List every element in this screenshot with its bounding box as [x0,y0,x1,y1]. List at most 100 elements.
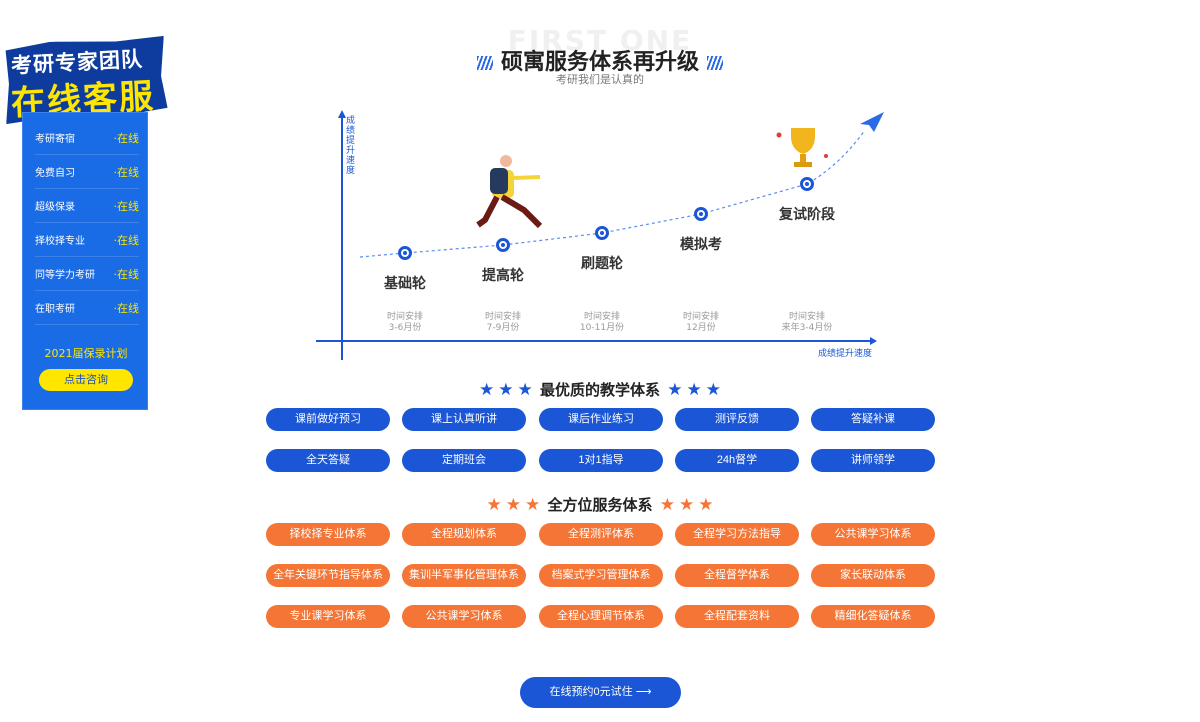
star-icon: ★ [698,495,714,515]
trophy-icon [776,128,828,167]
plan-label: 2021届保录计划 [44,347,128,360]
sidebar-item-label: 择校择专业 [35,236,85,247]
online-status[interactable]: ·在线 [113,165,140,179]
milestone-name: 模拟考 [680,237,722,253]
paper-plane-icon [860,112,884,132]
star-icon: ★ [517,380,533,400]
teaching-item-button[interactable]: 24h督学 [675,449,799,472]
star-icon: ★ [525,495,541,515]
teaching-item-button[interactable]: 课上认真听讲 [402,408,526,431]
sidebar-item[interactable]: 考研寄宿 ·在线 [35,121,139,155]
stripes-icon [707,56,723,70]
service-item-button[interactable]: 公共课学习体系 [811,523,935,546]
time-label: 时间安排 [788,312,826,322]
teaching-item-button[interactable]: 全天答疑 [266,449,390,472]
star-icon: ★ [667,380,683,400]
teaching-item-button[interactable]: 测评反馈 [675,408,799,431]
online-status[interactable]: ·在线 [113,301,140,315]
milestone-dot [496,238,510,252]
stripes-icon [476,56,493,70]
service-item-button[interactable]: 公共课学习体系 [402,605,526,628]
milestone-dot [694,207,708,221]
title-text: 硕寓服务体系再升级 [500,50,699,75]
teaching-item-button[interactable]: 1对1指导 [539,449,663,472]
teaching-heading: ★★★ 最优质的教学体系 ★★★ [0,379,1200,400]
teaching-item-button[interactable]: 讲师领学 [811,449,935,472]
teaching-item-button[interactable]: 课前做好预习 [266,408,390,431]
subtitle: 考研我们是认真的 [556,73,644,86]
service-item-button[interactable]: 全程督学体系 [675,564,799,587]
star-icon: ★ [705,380,721,400]
online-service-sidebar: 考研寄宿·在线免费自习·在线超级保录·在线择校择专业·在线同等学力考研·在线在职… [22,112,148,410]
roadmap-chart [316,110,884,360]
time-period: 12月份 [686,323,716,333]
time-label: 时间安排 [386,312,424,322]
milestone-name: 基础轮 [384,276,426,292]
sidebar-item-label: 超级保录 [35,202,75,213]
time-period: 3-6月份 [388,323,422,333]
x-axis-arrow-icon [870,337,877,345]
teaching-item-button[interactable]: 定期班会 [402,449,526,472]
milestone-dot [595,226,609,240]
service-item-button[interactable]: 全程心理调节体系 [539,605,663,628]
ghost-title: FIRST ONE [507,24,693,57]
teaching-item-button[interactable]: 课后作业练习 [539,408,663,431]
service-item-button[interactable]: 精细化答疑体系 [811,605,935,628]
sidebar-item-label: 同等学力考研 [35,270,95,281]
milestone-time: 时间安排来年3-4月份 [782,312,833,334]
time-period: 7-9月份 [486,323,520,333]
runner-illustration [476,155,543,229]
service-item-button[interactable]: 全年关键环节指导体系 [266,564,390,587]
sidebar-item[interactable]: 超级保录 ·在线 [35,189,139,223]
sidebar-item[interactable]: 免费自习 ·在线 [35,155,139,189]
teaching-title: 最优质的教学体系 [539,381,660,399]
sidebar-item[interactable]: 在职考研 ·在线 [35,291,139,325]
online-status[interactable]: ·在线 [113,267,140,281]
page-title: 硕寓服务体系再升级 [0,44,1200,76]
time-period: 10-11月份 [579,323,625,333]
service-title: 全方位服务体系 [547,496,653,514]
sidebar-item-label: 在职考研 [35,304,75,315]
service-item-button[interactable]: 全程规划体系 [402,523,526,546]
sidebar-item-label: 考研寄宿 [35,134,75,145]
y-axis-label: 成绩提升速度 [346,116,356,176]
service-item-button[interactable]: 家长联动体系 [811,564,935,587]
online-status[interactable]: ·在线 [113,233,140,247]
consult-button[interactable]: 点击咨询 [39,369,133,391]
milestone-name: 提高轮 [482,268,524,284]
service-heading: ★★★ 全方位服务体系 ★★★ [0,494,1200,515]
star-icon: ★ [659,495,675,515]
service-item-button[interactable]: 择校择专业体系 [266,523,390,546]
online-status[interactable]: ·在线 [113,199,140,213]
milestone-name: 复试阶段 [779,207,835,223]
service-item-button[interactable]: 专业课学习体系 [266,605,390,628]
sidebar-item[interactable]: 同等学力考研 ·在线 [35,257,139,291]
time-label: 时间安排 [484,312,522,322]
milestone-name: 刷题轮 [581,256,623,272]
online-status[interactable]: ·在线 [113,131,140,145]
service-item-button[interactable]: 集训半军事化管理体系 [402,564,526,587]
service-item-button[interactable]: 全程测评体系 [539,523,663,546]
x-axis-label: 成绩提升速度 [818,349,873,359]
service-item-button[interactable]: 全程学习方法指导 [675,523,799,546]
sidebar-item-label: 免费自习 [35,168,75,179]
time-label: 时间安排 [583,312,620,322]
time-label: 时间安排 [682,312,720,322]
teaching-item-button[interactable]: 答疑补课 [811,408,935,431]
service-item-button[interactable]: 全程配套资料 [675,605,799,628]
progress-curve [359,129,866,258]
star-icon: ★ [486,495,502,515]
star-icon: ★ [479,380,495,400]
star-icon: ★ [678,495,695,515]
book-trial-button[interactable]: 在线预约0元试住 ⟶ [520,677,681,708]
star-icon: ★ [505,495,521,515]
star-icon: ★ [686,380,702,400]
milestone-dot [398,246,412,260]
service-item-button[interactable]: 档案式学习管理体系 [539,564,663,587]
time-period: 来年3-4月份 [781,323,833,333]
sidebar-item[interactable]: 择校择专业 ·在线 [35,223,139,257]
